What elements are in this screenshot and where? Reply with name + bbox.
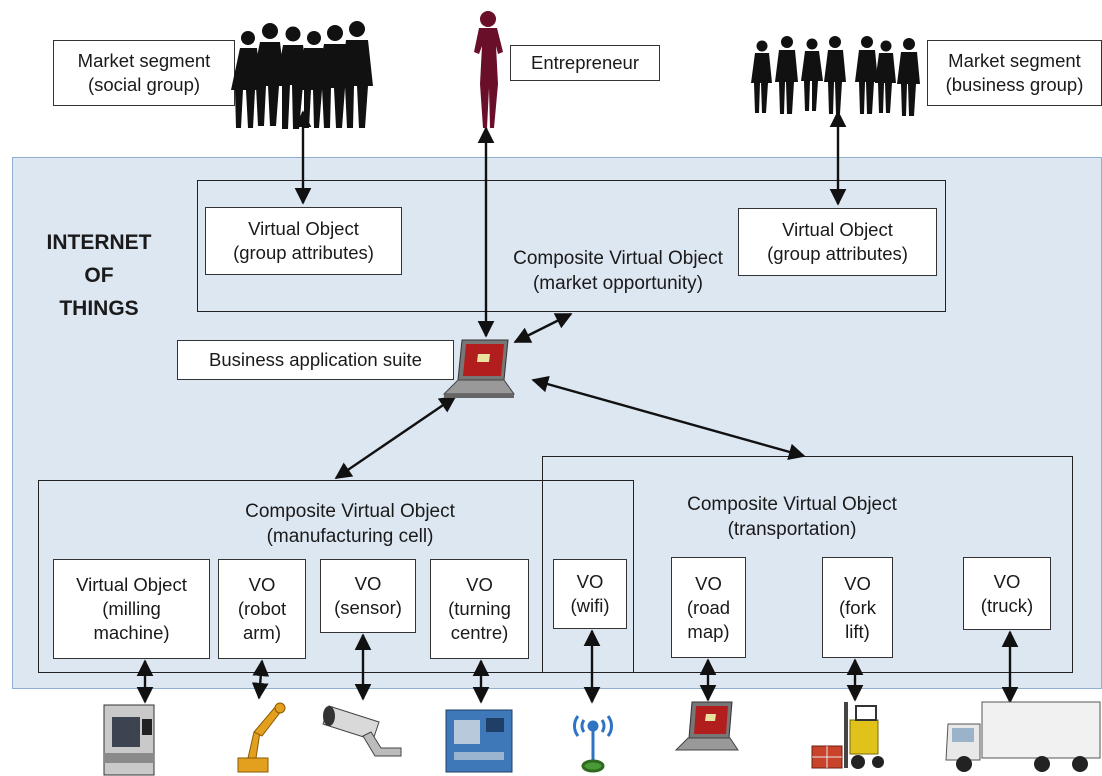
business-application-suite-label: Business application suite xyxy=(177,340,454,380)
arrow-laptop-to-transportation xyxy=(531,375,806,461)
manufacturing-cell-cvo xyxy=(38,480,634,673)
entrepreneur-label: Entrepreneur xyxy=(510,45,660,81)
vo-wifi: VO (wifi) xyxy=(553,559,627,629)
arrow-laptop-to-manufacturing xyxy=(334,396,457,479)
vo-truck: VO (truck) xyxy=(963,557,1051,630)
market-opportunity-cvo xyxy=(197,180,946,312)
vo-fork-lift: VO (fork lift) xyxy=(822,557,893,658)
vo-road-map: VO (road map) xyxy=(671,557,746,658)
vo-group-attributes-right: Virtual Object (group attributes) xyxy=(738,208,937,276)
arrow-cvo-to-laptop xyxy=(513,312,573,344)
forklift-icon xyxy=(811,702,884,769)
vo-sensor: VO (sensor) xyxy=(320,559,416,633)
vo-milling-machine: Virtual Object (milling machine) xyxy=(53,559,210,659)
market-segment-social-label: Market segment (social group) xyxy=(53,40,235,106)
security-camera-icon xyxy=(322,705,402,757)
laptop-icon xyxy=(674,701,739,751)
wifi-antenna-icon xyxy=(573,715,613,773)
vo-turning-centre: VO (turning centre) xyxy=(430,559,529,659)
robot-arm-icon xyxy=(237,702,286,773)
arrows xyxy=(136,110,1019,704)
laptop-icon xyxy=(442,339,515,398)
iot-title: INTERNET OF THINGS xyxy=(46,231,152,320)
market-opportunity-label: Composite Virtual Object (market opportu… xyxy=(513,248,723,294)
market-segment-business-label: Market segment (business group) xyxy=(927,40,1102,106)
manufacturing-cell-label: Composite Virtual Object (manufacturing … xyxy=(245,501,455,547)
entrepreneur-silhouette xyxy=(474,11,503,128)
milling-machine-icon xyxy=(103,704,155,776)
vo-robot-arm: VO (robot arm) xyxy=(218,559,306,659)
turning-centre-icon xyxy=(445,709,513,773)
social-group-silhouettes xyxy=(231,21,373,129)
vo-group-attributes-left: Virtual Object (group attributes) xyxy=(205,207,402,275)
business-group-silhouettes xyxy=(751,36,920,116)
transportation-cvo xyxy=(542,456,1073,673)
transportation-label: Composite Virtual Object (transportation… xyxy=(687,494,897,540)
arrow-robot xyxy=(251,659,270,700)
truck-icon xyxy=(945,701,1101,772)
